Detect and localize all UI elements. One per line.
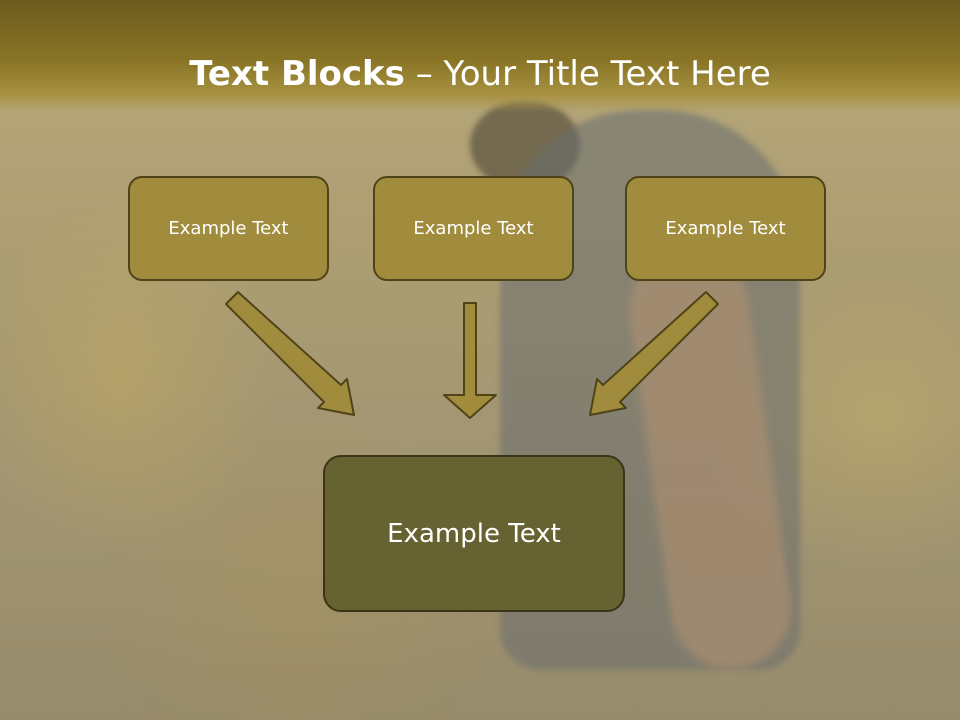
title-bar: Text Blocks – Your Title Text Here — [0, 0, 960, 112]
text-block-right[interactable]: Example Text — [625, 176, 826, 281]
text-block-main[interactable]: Example Text — [323, 455, 625, 612]
arrow-right-diagonal — [589, 291, 719, 416]
text-block-left[interactable]: Example Text — [128, 176, 329, 281]
title-rest: – Your Title Text Here — [404, 54, 771, 94]
text-block-right-label: Example Text — [665, 218, 786, 239]
slide-title: Text Blocks – Your Title Text Here — [0, 52, 960, 96]
title-bold: Text Blocks — [189, 54, 405, 94]
text-block-center[interactable]: Example Text — [373, 176, 574, 281]
arrow-left-diagonal — [225, 291, 355, 416]
text-block-left-label: Example Text — [168, 218, 289, 239]
text-block-center-label: Example Text — [413, 218, 534, 239]
text-block-main-label: Example Text — [387, 518, 561, 549]
arrow-center-down — [443, 302, 497, 419]
